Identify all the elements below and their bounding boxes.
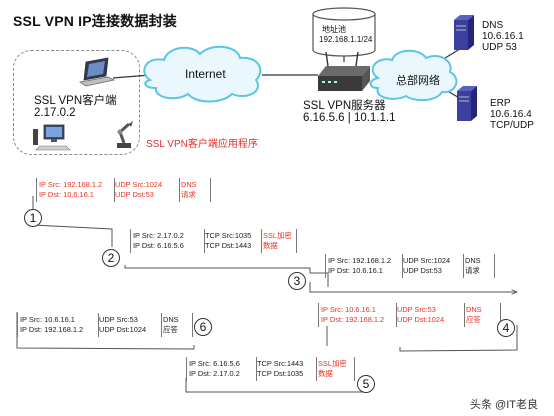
client-label: SSL VPN客户端 [34, 95, 117, 107]
packet-6-field-1-line-2: IP Dst: 192.168.1.2 [20, 324, 84, 334]
server-label: SSL VPN服务器 [303, 100, 386, 112]
erp-ip: 10.6.16.4 [490, 109, 532, 120]
packet-3-field-2-line-2: UDP Dst:53 [403, 265, 442, 275]
packet-5-field-2-line-2: TCP Dst:1035 [257, 368, 304, 378]
client-app-label: SSL VPN客户端应用程序 [146, 139, 258, 150]
dns-port: UDP 53 [482, 42, 517, 53]
packet-2-field-2-line-1: TCP Src:1035 [205, 231, 252, 240]
packet-2-field-3-line-2: 数据 [263, 240, 278, 250]
arrow-path-1 [32, 213, 113, 247]
packet-6-field-3-line-2: 应答 [163, 324, 178, 334]
arrow-path-4 [399, 325, 518, 352]
packet-1-field-2-line-2: UDP Dst:53 [115, 189, 154, 199]
packet-5-field-1-line-2: IP Dst: 2.17.0.2 [189, 368, 240, 378]
internet-label: Internet [185, 67, 226, 81]
erp-proto: TCP/UDP [490, 120, 534, 131]
step-number-5: 5 [357, 375, 375, 393]
packet-1-field-3-line-1: DNS [181, 180, 197, 189]
packet-3-field-2-line-1: UDP Src:1024 [403, 256, 451, 265]
packet-4-field-2-line-2: UDP Dst:1024 [397, 314, 445, 324]
packet-5-field-1-line-1: IP Src: 6.16.5.6 [189, 359, 240, 368]
erp-server-info: ERP 10.6.16.4 TCP/UDP [490, 98, 534, 131]
client-ip: 2.17.0.2 [34, 107, 76, 119]
packet-5-field-3: SSL加密数据 [316, 357, 355, 381]
erp-name: ERP [490, 98, 511, 109]
packet-5-field-2-line-1: TCP Src:1443 [257, 359, 304, 368]
packet-1-field-1-line-2: IP Dst: 10.6.16.1 [39, 189, 94, 199]
dns-ip: 10.6.16.1 [482, 31, 524, 42]
packet-6-field-1-line-1: IP Src: 10.6.16.1 [20, 315, 75, 324]
step-number-2: 2 [102, 249, 120, 267]
server-ips: 6.16.5.6 | 10.1.1.1 [303, 112, 396, 124]
robot-arm-icon [117, 121, 133, 148]
client-group-box [13, 50, 140, 155]
packet-6-field-3-line-1: DNS [163, 315, 179, 324]
hq-network-label: 总部网络 [396, 75, 440, 87]
packet-6-field-2-line-2: UDP Dst:1024 [99, 324, 147, 334]
packet-5-field-3-line-2: 数据 [318, 368, 333, 378]
step-number-1: 1 [24, 209, 42, 227]
packet-3-field-3-line-1: DNS [465, 256, 481, 265]
watermark: 头条 @IT老良 [470, 399, 538, 411]
step-number-4: 4 [497, 319, 515, 337]
packet-4-field-2-line-1: UDP Src:53 [397, 305, 436, 314]
dns-name: DNS [482, 20, 504, 31]
address-pool-cylinder [312, 7, 376, 57]
packet-6-field-2-line-1: UDP Src:53 [99, 315, 138, 324]
dns-server-icon [454, 15, 474, 50]
packet-4-field-3-line-1: DNS [466, 305, 482, 314]
packet-2-field-1-line-1: IP Src: 2.17.0.2 [133, 231, 184, 240]
hq-network-cloud [369, 49, 458, 102]
internet-cloud [143, 45, 262, 103]
packet-1-field-1-line-1: IP Src: 192.168.1.2 [39, 180, 103, 189]
step-number-6: 6 [194, 318, 212, 336]
erp-server-icon [457, 86, 477, 121]
packet-3-field-1-line-2: IP Dst: 10.6.16.1 [328, 265, 383, 275]
address-pool-label: 地址池 [322, 25, 346, 34]
laptop-icon [78, 57, 116, 87]
packet-2-field-3: SSL加密数据 [261, 229, 297, 253]
address-pool-subnet: 192.168.1.1/24 [319, 35, 373, 44]
step-number-3: 3 [288, 272, 306, 290]
arrow-path-2 [124, 265, 329, 287]
packet-2-field-2-line-2: TCP Dst:1443 [205, 240, 252, 250]
link-client-internet [112, 74, 151, 79]
packet-5-field-3-line-1: SSL加密 [318, 359, 347, 368]
packet-3-field-3-line-2: 请求 [465, 265, 480, 275]
packet-4-field-1-line-1: IP Src: 10.6.16.1 [321, 305, 376, 314]
packet-1-field-2-line-1: UDP Src:1024 [115, 180, 163, 189]
packet-2-field-3-line-1: SSL加密 [263, 231, 292, 240]
packet-2-field-1-line-2: IP Dst: 6.16.5.6 [133, 240, 184, 250]
dns-server-info: DNS 10.6.16.1 UDP 53 [482, 20, 524, 53]
packet-4-field-3-line-2: 应答 [466, 314, 481, 324]
desktop-pc-icon [33, 124, 71, 151]
arrow-path-3 [309, 282, 517, 292]
diagram-title: SSL VPN IP连接数据封装 [13, 13, 177, 29]
packet-3-field-1-line-1: IP Src: 192.168.1.2 [328, 256, 392, 265]
packet-1-field-3-line-2: 请求 [181, 189, 196, 199]
vpn-server-device [318, 51, 370, 91]
packet-4-field-1-line-2: IP Dst: 192.168.1.2 [321, 314, 385, 324]
